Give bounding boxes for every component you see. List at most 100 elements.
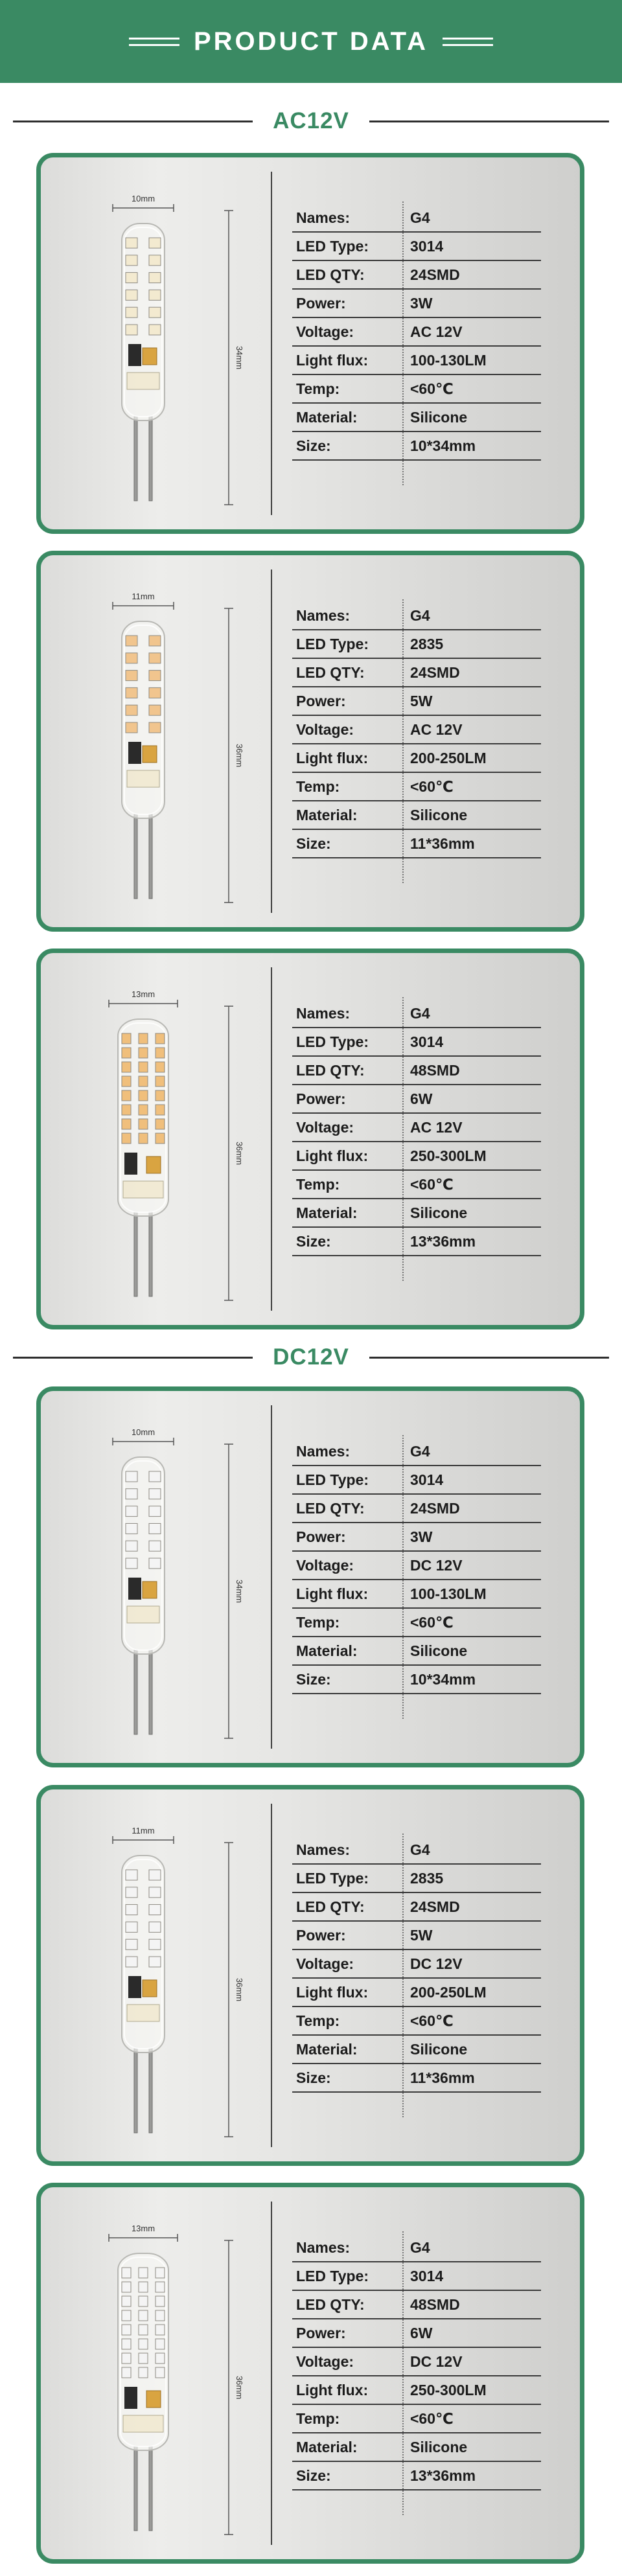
spec-value: <60℃ <box>410 1175 454 1193</box>
spec-row-size: Size:11*36mm <box>292 2064 541 2093</box>
spec-value: G4 <box>410 2238 430 2256</box>
width-dimension-label: 13mm <box>132 989 155 999</box>
height-dimension-label: 34mm <box>235 1580 244 1603</box>
spec-label: LED QTY: <box>296 266 365 283</box>
card-divider <box>271 172 272 515</box>
page-header: PRODUCT DATA <box>0 0 622 83</box>
spec-row-temp: Temp:<60℃ <box>292 375 541 404</box>
spec-value: 13*36mm <box>410 1232 476 1250</box>
spec-row-power: Power:3W <box>292 290 541 318</box>
spec-row-led-type: LED Type: 3014 <box>292 1028 541 1057</box>
spec-value: Silicone <box>410 1642 468 1659</box>
spec-value: Silicone <box>410 408 468 426</box>
spec-row-names: Names: G4 <box>292 2234 541 2262</box>
spec-label: Material: <box>296 806 358 823</box>
spec-label: LED Type: <box>296 1869 369 1887</box>
spec-label: Power: <box>296 1926 346 1944</box>
spec-row-voltage: Voltage:DC 12V <box>292 1950 541 1979</box>
bulb-image <box>121 621 165 899</box>
spec-row-light-flux: Light flux:200-250LM <box>292 744 541 773</box>
spec-row-material: Material:Silicone <box>292 2036 541 2064</box>
spec-row-temp: Temp:<60℃ <box>292 1171 541 1199</box>
spec-row-size: Size:13*36mm <box>292 2462 541 2490</box>
section-divider-left <box>13 120 253 122</box>
product-photo: 13mm 36mm <box>108 989 244 1301</box>
spec-value: 250-300LM <box>410 1147 487 1164</box>
spec-label: Size: <box>296 2069 331 2086</box>
spec-label: LED QTY: <box>296 1499 365 1517</box>
card-divider <box>271 569 272 913</box>
spec-label: LED Type: <box>296 1471 369 1488</box>
spec-row-led-type: LED Type: 3014 <box>292 1466 541 1495</box>
spec-label: Temp: <box>296 2012 340 2029</box>
spec-row-led-qty: LED QTY: 48SMD <box>292 2291 541 2319</box>
spec-column-separator <box>402 1435 404 1719</box>
spec-value: DC 12V <box>410 2352 463 2370</box>
spec-value: 3014 <box>410 1471 444 1488</box>
width-dimension-label: 13mm <box>132 2224 155 2233</box>
spec-value: 3014 <box>410 1033 444 1050</box>
spec-row-led-type: LED Type:2835 <box>292 630 541 659</box>
page-title: PRODUCT DATA <box>193 27 429 56</box>
spec-row-temp: Temp:<60℃ <box>292 1609 541 1637</box>
spec-value: 2835 <box>410 1869 444 1887</box>
bulb-image <box>121 1456 165 1735</box>
section-title: AC12V <box>273 108 349 133</box>
spec-label: LED QTY: <box>296 663 365 681</box>
width-dimension-label: 11mm <box>132 592 154 601</box>
spec-column-separator <box>402 599 404 883</box>
section-header-dc12v: DC12V <box>0 1344 622 1370</box>
spec-label: Size: <box>296 437 331 454</box>
width-dimension: 11mm <box>112 592 174 610</box>
spec-row-material: Material:Silicone <box>292 1199 541 1228</box>
spec-label: LED Type: <box>296 2267 369 2284</box>
spec-row-voltage: Voltage:AC 12V <box>292 1114 541 1142</box>
spec-value: 6W <box>410 2324 433 2341</box>
spec-row-led-type: LED Type:3014 <box>292 2262 541 2291</box>
spec-label: Material: <box>296 1642 358 1659</box>
spec-row-voltage: Voltage:DC 12V <box>292 1552 541 1580</box>
spec-value: 24SMD <box>410 266 460 283</box>
spec-label: Names: <box>296 2238 351 2256</box>
spec-label: Names: <box>296 1841 351 1858</box>
spec-value: 100-130LM <box>410 351 487 369</box>
height-dimension-label: 36mm <box>235 2376 244 2399</box>
spec-row-power: Power:5W <box>292 1922 541 1950</box>
spec-row-temp: Temp:<60℃ <box>292 2405 541 2433</box>
spec-label: Voltage: <box>296 720 354 738</box>
spec-label: Material: <box>296 2040 358 2058</box>
spec-row-power: Power:6W <box>292 2319 541 2348</box>
spec-value: 10*34mm <box>410 1670 476 1688</box>
spec-value: 6W <box>410 1090 433 1107</box>
spec-row-led-qty: LED QTY:24SMD <box>292 1893 541 1922</box>
spec-label: Light flux: <box>296 1983 369 2001</box>
height-dimension: 36mm <box>224 608 244 903</box>
spec-column-separator <box>402 1834 404 2117</box>
spec-label: Material: <box>296 408 358 426</box>
height-dimension-label: 36mm <box>235 1142 244 1165</box>
spec-value: 200-250LM <box>410 749 487 766</box>
spec-row-light-flux: Light flux:250-300LM <box>292 2376 541 2405</box>
spec-label: Size: <box>296 834 331 852</box>
spec-label: Material: <box>296 2438 358 2455</box>
spec-row-names: Names: G4 <box>292 1836 541 1865</box>
spec-row-led-qty: LED QTY:24SMD <box>292 659 541 687</box>
section-divider-left <box>13 1356 253 1359</box>
spec-value: 11*36mm <box>410 834 475 852</box>
spec-value: G4 <box>410 1841 430 1858</box>
spec-label: Light flux: <box>296 2381 369 2398</box>
header-decoration-left <box>128 37 179 46</box>
spec-label: LED QTY: <box>296 2295 365 2313</box>
spec-value: AC 12V <box>410 1118 463 1136</box>
spec-value: 48SMD <box>410 2295 460 2313</box>
spec-label: Voltage: <box>296 1955 354 1972</box>
bulb-image <box>117 1018 169 1297</box>
spec-label: LED Type: <box>296 1033 369 1050</box>
spec-label: LED QTY: <box>296 1061 365 1079</box>
